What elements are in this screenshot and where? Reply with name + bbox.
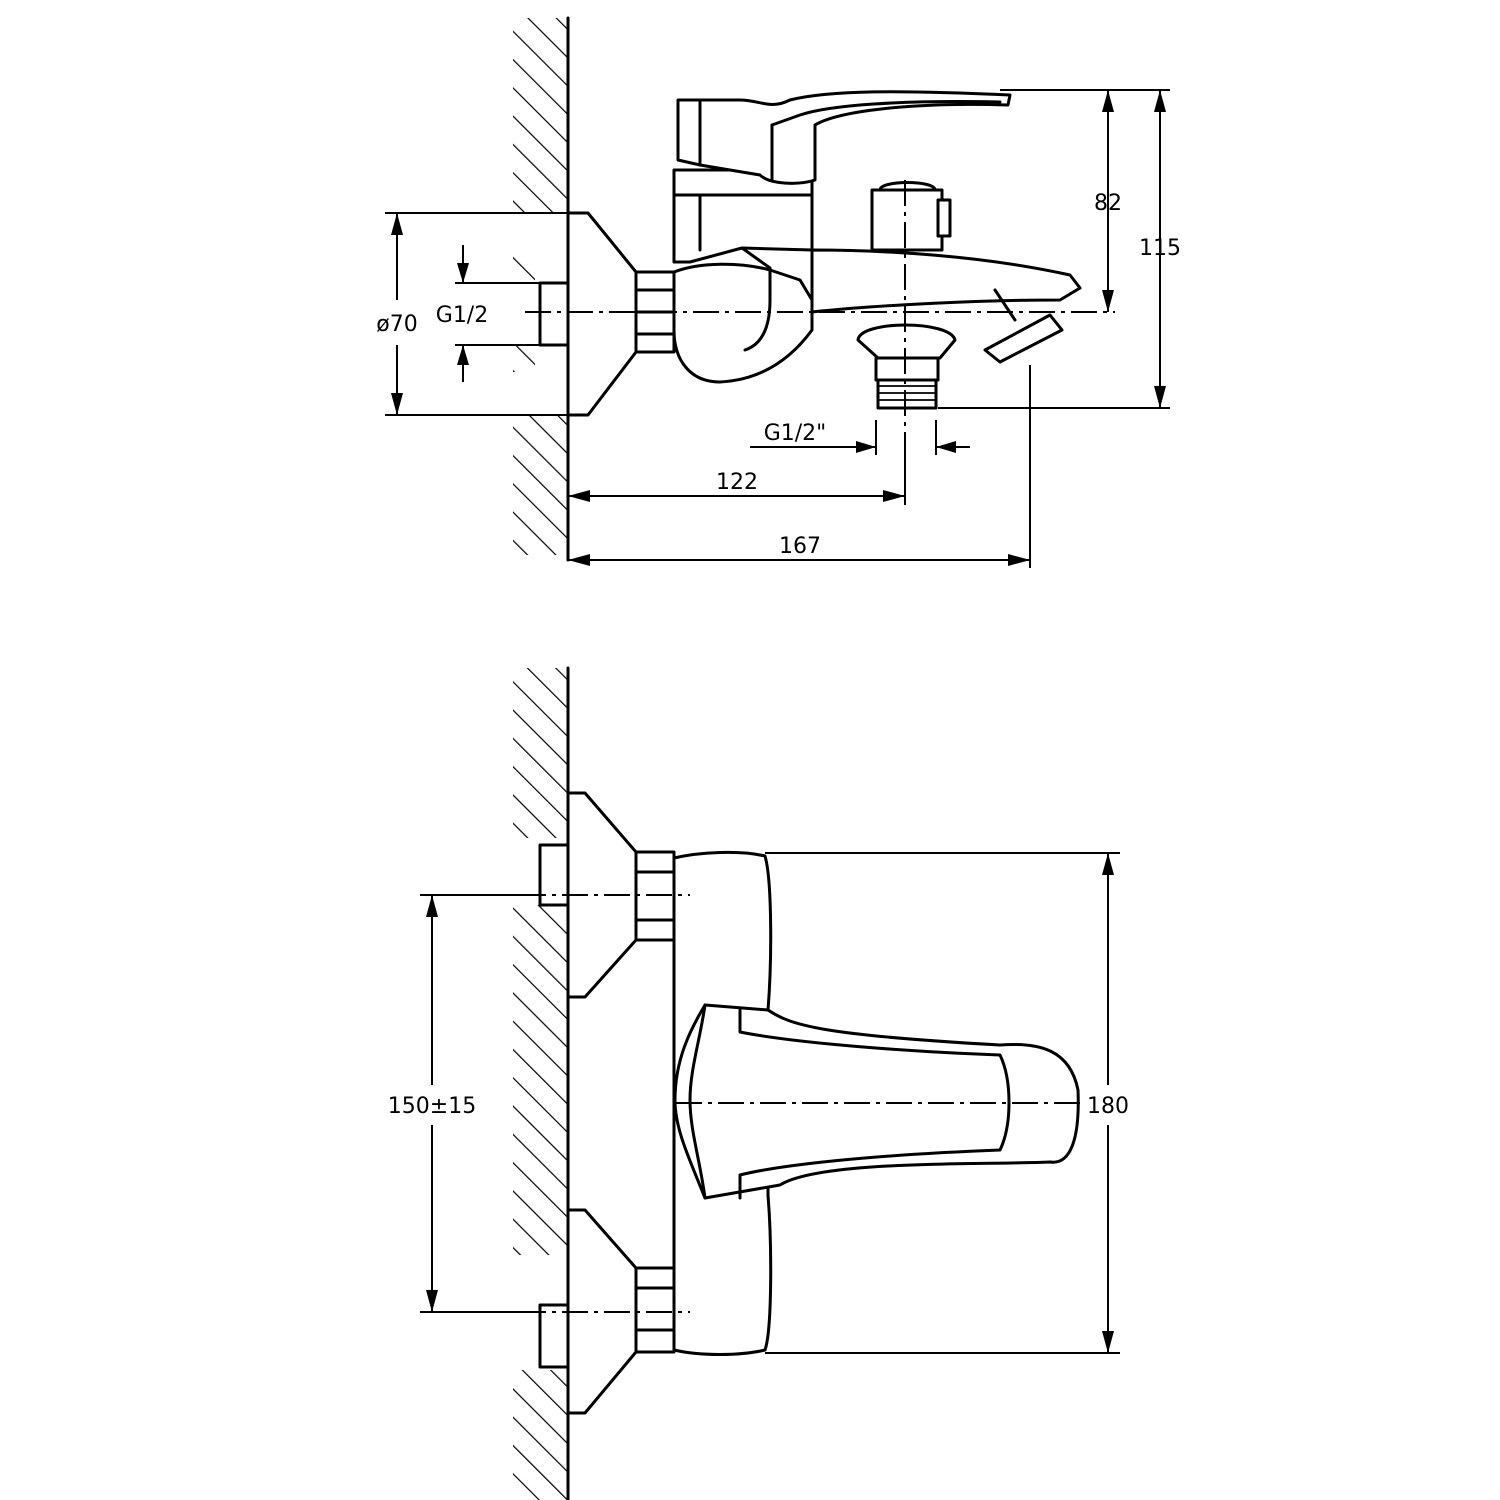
dimension-122-label: 122 — [716, 470, 758, 495]
shower-outlet — [856, 323, 957, 410]
dimension-outlet-thread — [750, 420, 970, 455]
dimension-outlet-thread-label: G1/2" — [764, 421, 827, 446]
dimension-115-label: 115 — [1139, 236, 1181, 261]
dimension-150 — [420, 894, 540, 1313]
top-view: 150±15 180 — [388, 666, 1129, 1500]
dimension-82 — [1000, 89, 1120, 312]
diverter-knob — [870, 181, 952, 252]
dimension-115 — [938, 89, 1170, 409]
dimension-diameter-70 — [385, 212, 568, 416]
spout-top — [673, 1003, 1080, 1200]
wall-side — [513, 16, 570, 562]
center-lines-side — [525, 180, 1115, 455]
dimension-167 — [568, 365, 1031, 568]
side-view: 82 115 ø70 G1/2 — [376, 16, 1181, 568]
dimension-180-label: 180 — [1087, 1094, 1129, 1119]
wall-flange — [566, 211, 638, 417]
upper-connection — [538, 791, 676, 999]
inlet-pipe — [538, 281, 572, 347]
spout — [810, 248, 1082, 364]
dimension-150-label: 150±15 — [388, 1094, 476, 1119]
wall-top — [513, 666, 570, 1500]
dimension-82-label: 82 — [1094, 191, 1122, 216]
dimension-122 — [568, 455, 906, 505]
dimension-diameter-70-label: ø70 — [376, 312, 417, 337]
dimension-167-label: 167 — [779, 534, 821, 559]
dimension-inlet-thread — [455, 245, 540, 382]
lower-connection — [538, 1208, 676, 1415]
center-lines-top — [520, 894, 1085, 1313]
dimension-180 — [765, 852, 1120, 1354]
dimension-inlet-thread-label: G1/2 — [436, 303, 488, 328]
lever-handle — [676, 90, 1012, 185]
